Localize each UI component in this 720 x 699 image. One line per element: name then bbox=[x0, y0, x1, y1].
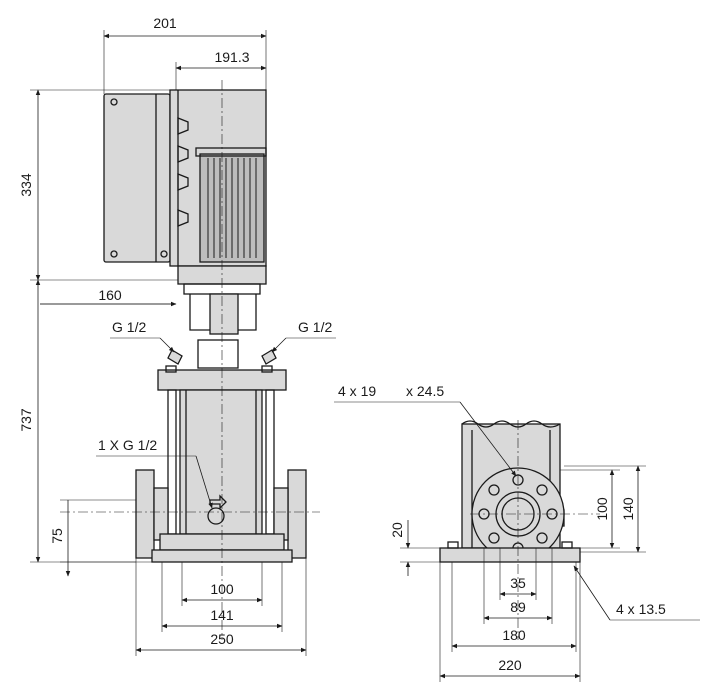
side-base bbox=[439, 541, 581, 563]
label-bolt-holes-count: 4 x 19 bbox=[338, 383, 376, 399]
motor-terminal-box bbox=[103, 93, 171, 263]
dim-250: 250 bbox=[210, 631, 234, 647]
label-drain: 1 X G 1/2 bbox=[98, 437, 157, 453]
dim-141: 141 bbox=[210, 607, 234, 623]
vent-valve-right bbox=[261, 349, 277, 365]
dim-220: 220 bbox=[498, 657, 522, 673]
inlet-flange bbox=[135, 469, 169, 559]
dim-180: 180 bbox=[502, 627, 526, 643]
dim-191-3: 191.3 bbox=[214, 49, 249, 65]
dim-737: 737 bbox=[18, 408, 34, 432]
dim-35: 35 bbox=[510, 575, 526, 591]
cooling-fins bbox=[207, 158, 257, 258]
dim-160: 160 bbox=[98, 287, 122, 303]
vent-valve-left bbox=[167, 349, 183, 365]
label-vent-right: G 1/2 bbox=[298, 319, 332, 335]
dim-89: 89 bbox=[510, 599, 526, 615]
pump-sleeve bbox=[167, 389, 275, 535]
dim-201: 201 bbox=[153, 15, 177, 31]
dim-334: 334 bbox=[18, 173, 34, 197]
outlet-flange bbox=[273, 469, 307, 559]
dim-75: 75 bbox=[49, 528, 65, 544]
dim-140: 140 bbox=[620, 497, 636, 521]
dim-20: 20 bbox=[389, 522, 405, 538]
label-anchor-holes: 4 x 13.5 bbox=[616, 601, 666, 617]
label-bolt-holes-pcd: x 24.5 bbox=[406, 383, 444, 399]
label-vent-left: G 1/2 bbox=[112, 319, 146, 335]
dim-100-front: 100 bbox=[210, 581, 234, 597]
dim-100-side: 100 bbox=[594, 497, 610, 521]
motor-housing bbox=[169, 89, 267, 267]
front-view: 201 191.3 334 160 737 75 G 1/2 G 1/2 bbox=[18, 15, 336, 656]
side-view: 4 x 19 x 24.5 100 140 20 35 89 180 bbox=[334, 383, 700, 682]
